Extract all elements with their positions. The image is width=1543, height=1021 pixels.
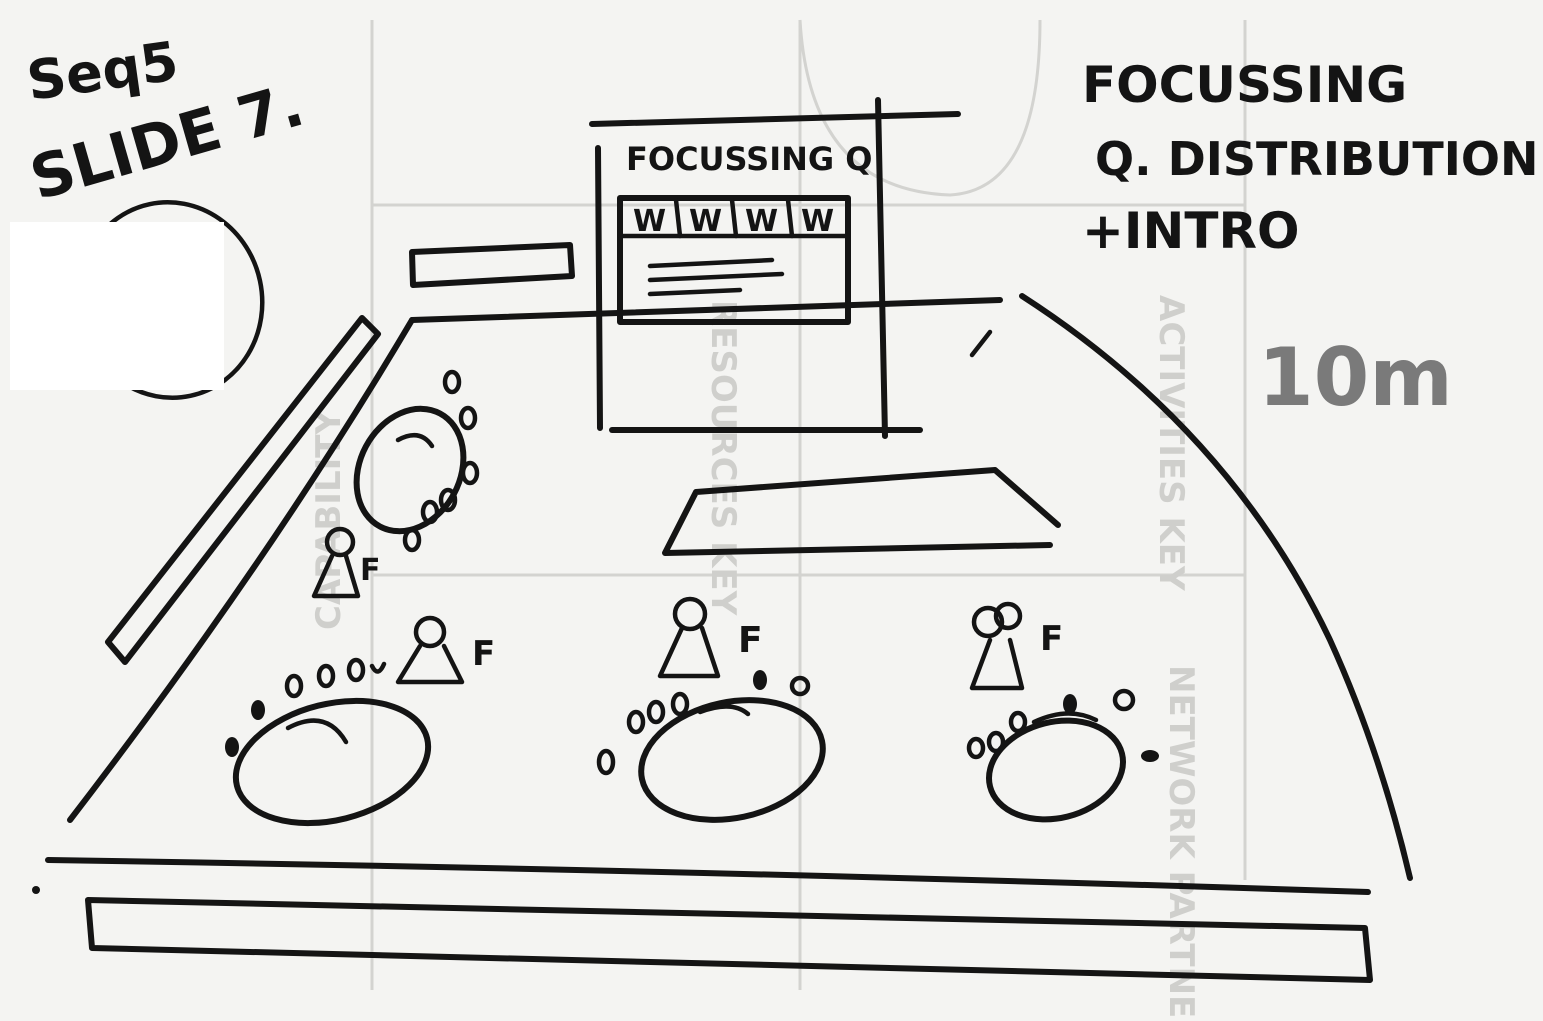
title-line-1: FOCUSSING <box>1082 56 1407 114</box>
title-line-2: Q. DISTRIBUTION <box>1095 132 1538 186</box>
facilitator-mark-3: F <box>738 620 763 661</box>
table-front-left <box>223 618 462 842</box>
screen-tab-1: W <box>633 204 666 239</box>
sequence-label: Seq5 <box>23 29 182 113</box>
facilitator-mark-4: F <box>1040 619 1063 659</box>
facilitator-mark-2: F <box>472 634 495 674</box>
table-front-right <box>969 604 1159 833</box>
facilitator-mark-1: F <box>360 553 381 588</box>
redaction-box <box>10 222 224 390</box>
bleed-label-resources: RESOURCES KEY <box>703 300 743 616</box>
screen-tab-2: W <box>689 204 722 239</box>
screen-tab-4: W <box>801 204 834 239</box>
title-line-3: +INTRO <box>1082 202 1299 260</box>
bleed-label-network: NETWORK PARTNER <box>1161 665 1201 1021</box>
screen-tab-3: W <box>745 204 778 239</box>
bleed-label-activities: ACTIVITIES KEY <box>1151 295 1191 591</box>
duration-label: 10m <box>1258 331 1453 424</box>
screen-title: FOCUSSING Q <box>626 140 872 178</box>
